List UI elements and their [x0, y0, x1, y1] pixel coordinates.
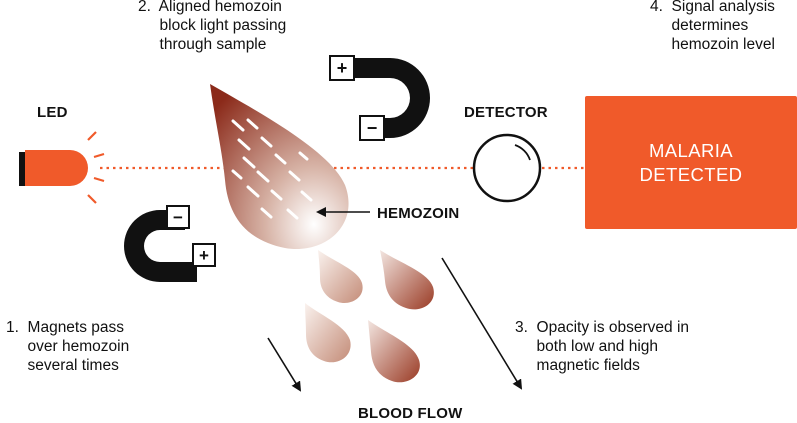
result-line-1: MALARIA [648, 139, 734, 161]
hemozoin-crystals [231, 118, 313, 220]
magnet-upper-icon: + − [329, 55, 430, 141]
magnet-lower-icon: − + [124, 205, 216, 282]
blood-flow-drops [305, 250, 434, 383]
led-label: LED [37, 104, 68, 121]
blood-flow-arrow-left [267, 337, 302, 392]
blood-flow-label: BLOOD FLOW [358, 405, 463, 422]
step-4-label: 4. Signal analysis determines hemozoin l… [650, 0, 775, 53]
result-line-2: DETECTED [639, 163, 743, 185]
malaria-detected-result-box: MALARIA DETECTED [585, 96, 797, 229]
hemozoin-label: HEMOZOIN [377, 205, 460, 222]
detector-icon [472, 133, 542, 203]
blood-flow-arrow-right [441, 257, 523, 390]
magnet-upper-minus: − [367, 118, 378, 138]
step-1-label: 1. Magnets pass over hemozoin several ti… [6, 319, 130, 374]
detector-label: DETECTOR [464, 104, 548, 121]
step-3-label: 3. Opacity is observed in both low and h… [515, 319, 690, 374]
magnet-lower-minus: − [173, 208, 183, 227]
step-2-label: 2. Aligned hemozoin block light passing … [138, 0, 287, 53]
magnet-upper-plus: + [337, 58, 348, 78]
led-icon [19, 131, 105, 204]
blood-sample-drop-icon [210, 84, 349, 250]
magnet-lower-plus: + [199, 246, 209, 265]
